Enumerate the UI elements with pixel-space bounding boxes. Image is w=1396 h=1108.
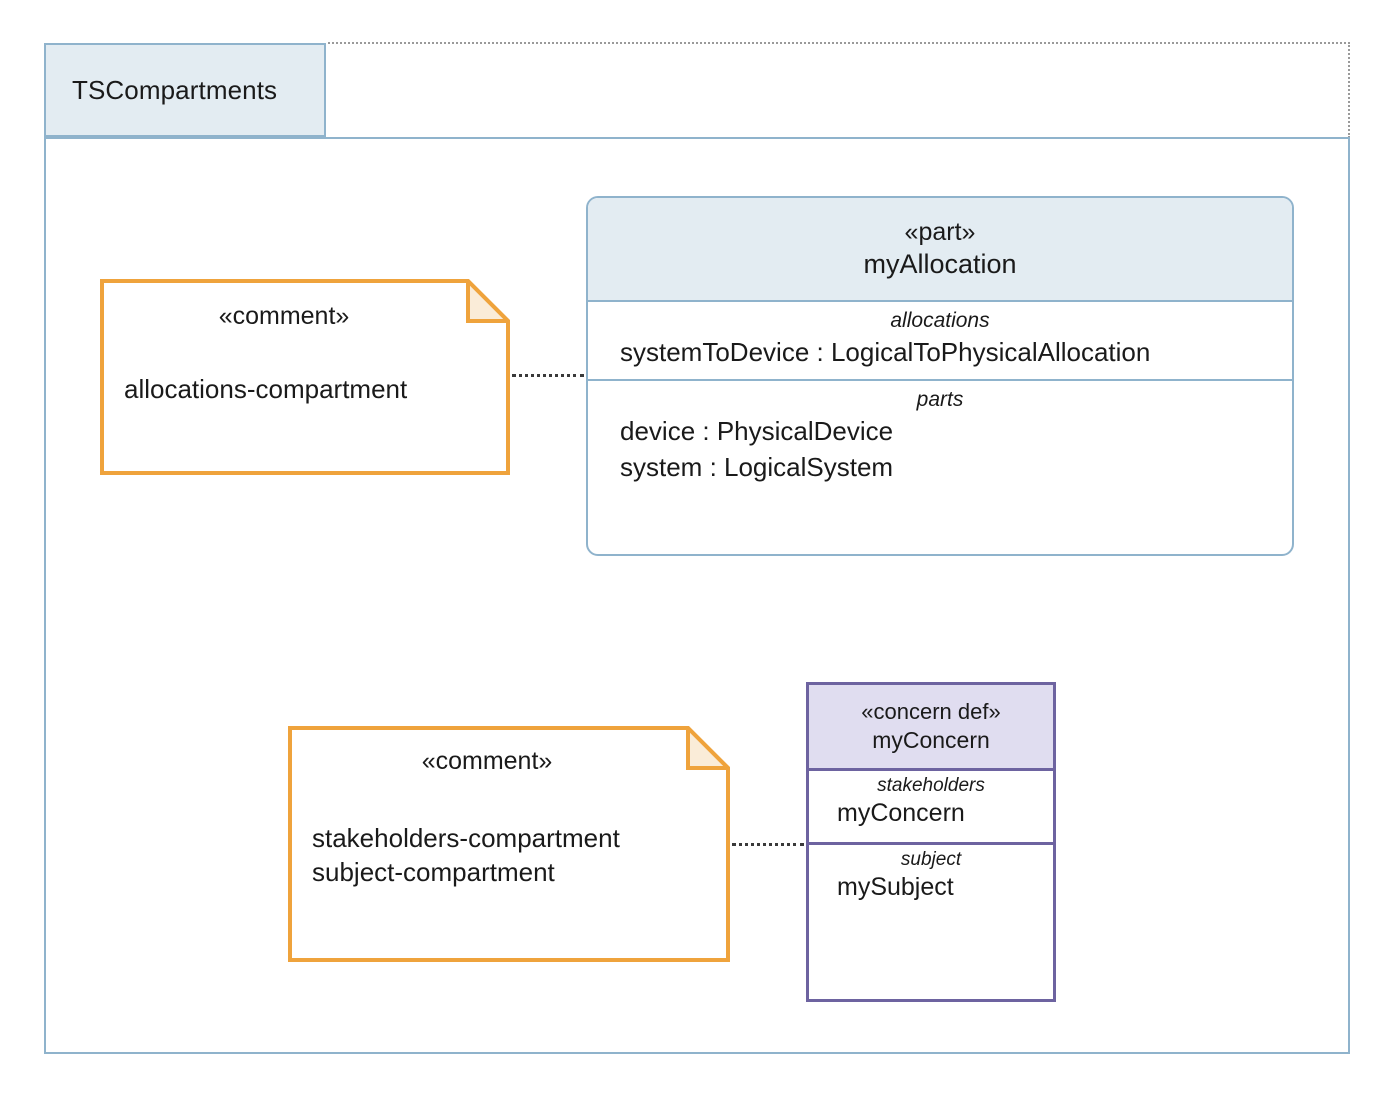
compartment-subject: subject mySubject [809,845,1053,911]
connector-note-to-part-block [512,374,584,377]
compartment-items-stakeholders: myConcern [809,798,1053,830]
comment-note-allocations[interactable]: «comment» allocations-compartment [100,279,510,475]
note-shape-icon [288,726,730,962]
frame-dotted-right-edge [1348,42,1350,138]
block-name: myConcern [872,726,990,753]
note-stereotype: «comment» [421,747,553,775]
block-my-concern[interactable]: «concern def» myConcern stakeholders myC… [806,682,1056,1002]
compartment-item: system : LogicalSystem [620,451,894,482]
note-shape-icon [100,279,510,475]
compartment-items-parts: device : PhysicalDevice system : Logical… [588,415,1292,484]
diagram-title: TSCompartments [72,74,278,105]
connector-note-to-concern-block [732,843,804,846]
block-header-my-concern: «concern def» myConcern [809,685,1053,771]
compartment-items-allocations: systemToDevice : LogicalToPhysicalAlloca… [588,336,1292,369]
block-stereotype: «concern def» [861,699,1001,725]
compartment-label-allocations: allocations [890,309,990,332]
compartment-parts: parts device : PhysicalDevice system : L… [588,381,1292,494]
block-stereotype: «part» [904,218,976,247]
note-stereotype: «comment» [218,302,350,330]
compartment-stakeholders: stakeholders myConcern [809,771,1053,845]
compartment-item: systemToDevice : LogicalToPhysicalAlloca… [620,337,1151,368]
compartment-label-parts: parts [916,387,964,411]
compartment-label-subject: subject [900,849,962,870]
compartment-item: myConcern [837,798,965,827]
compartment-item: device : PhysicalDevice [620,416,894,447]
diagram-frame-body [44,137,1350,1054]
note-content: «comment» stakeholders-compartment subje… [288,726,730,962]
compartment-items-subject: mySubject [809,872,1053,904]
comment-note-stakeholders[interactable]: «comment» stakeholders-compartment subje… [288,726,730,962]
note-line: stakeholders-compartment [312,823,620,853]
note-line: subject-compartment [312,856,555,887]
note-body: allocations-compartment [100,331,510,407]
compartment-label-stakeholders: stakeholders [877,775,985,796]
frame-dotted-top-edge [328,42,1350,44]
block-header-my-allocation: «part» myAllocation [588,198,1292,302]
compartment-allocations: allocations systemToDevice : LogicalToPh… [588,302,1292,381]
block-my-allocation[interactable]: «part» myAllocation allocations systemTo… [586,196,1294,556]
note-body: stakeholders-compartment subject-compart… [288,776,730,890]
note-line: allocations-compartment [124,374,408,404]
diagram-title-tab[interactable]: TSCompartments [44,43,326,137]
note-content: «comment» allocations-compartment [100,279,510,475]
block-name: myAllocation [863,248,1017,279]
compartment-item: mySubject [837,872,954,901]
